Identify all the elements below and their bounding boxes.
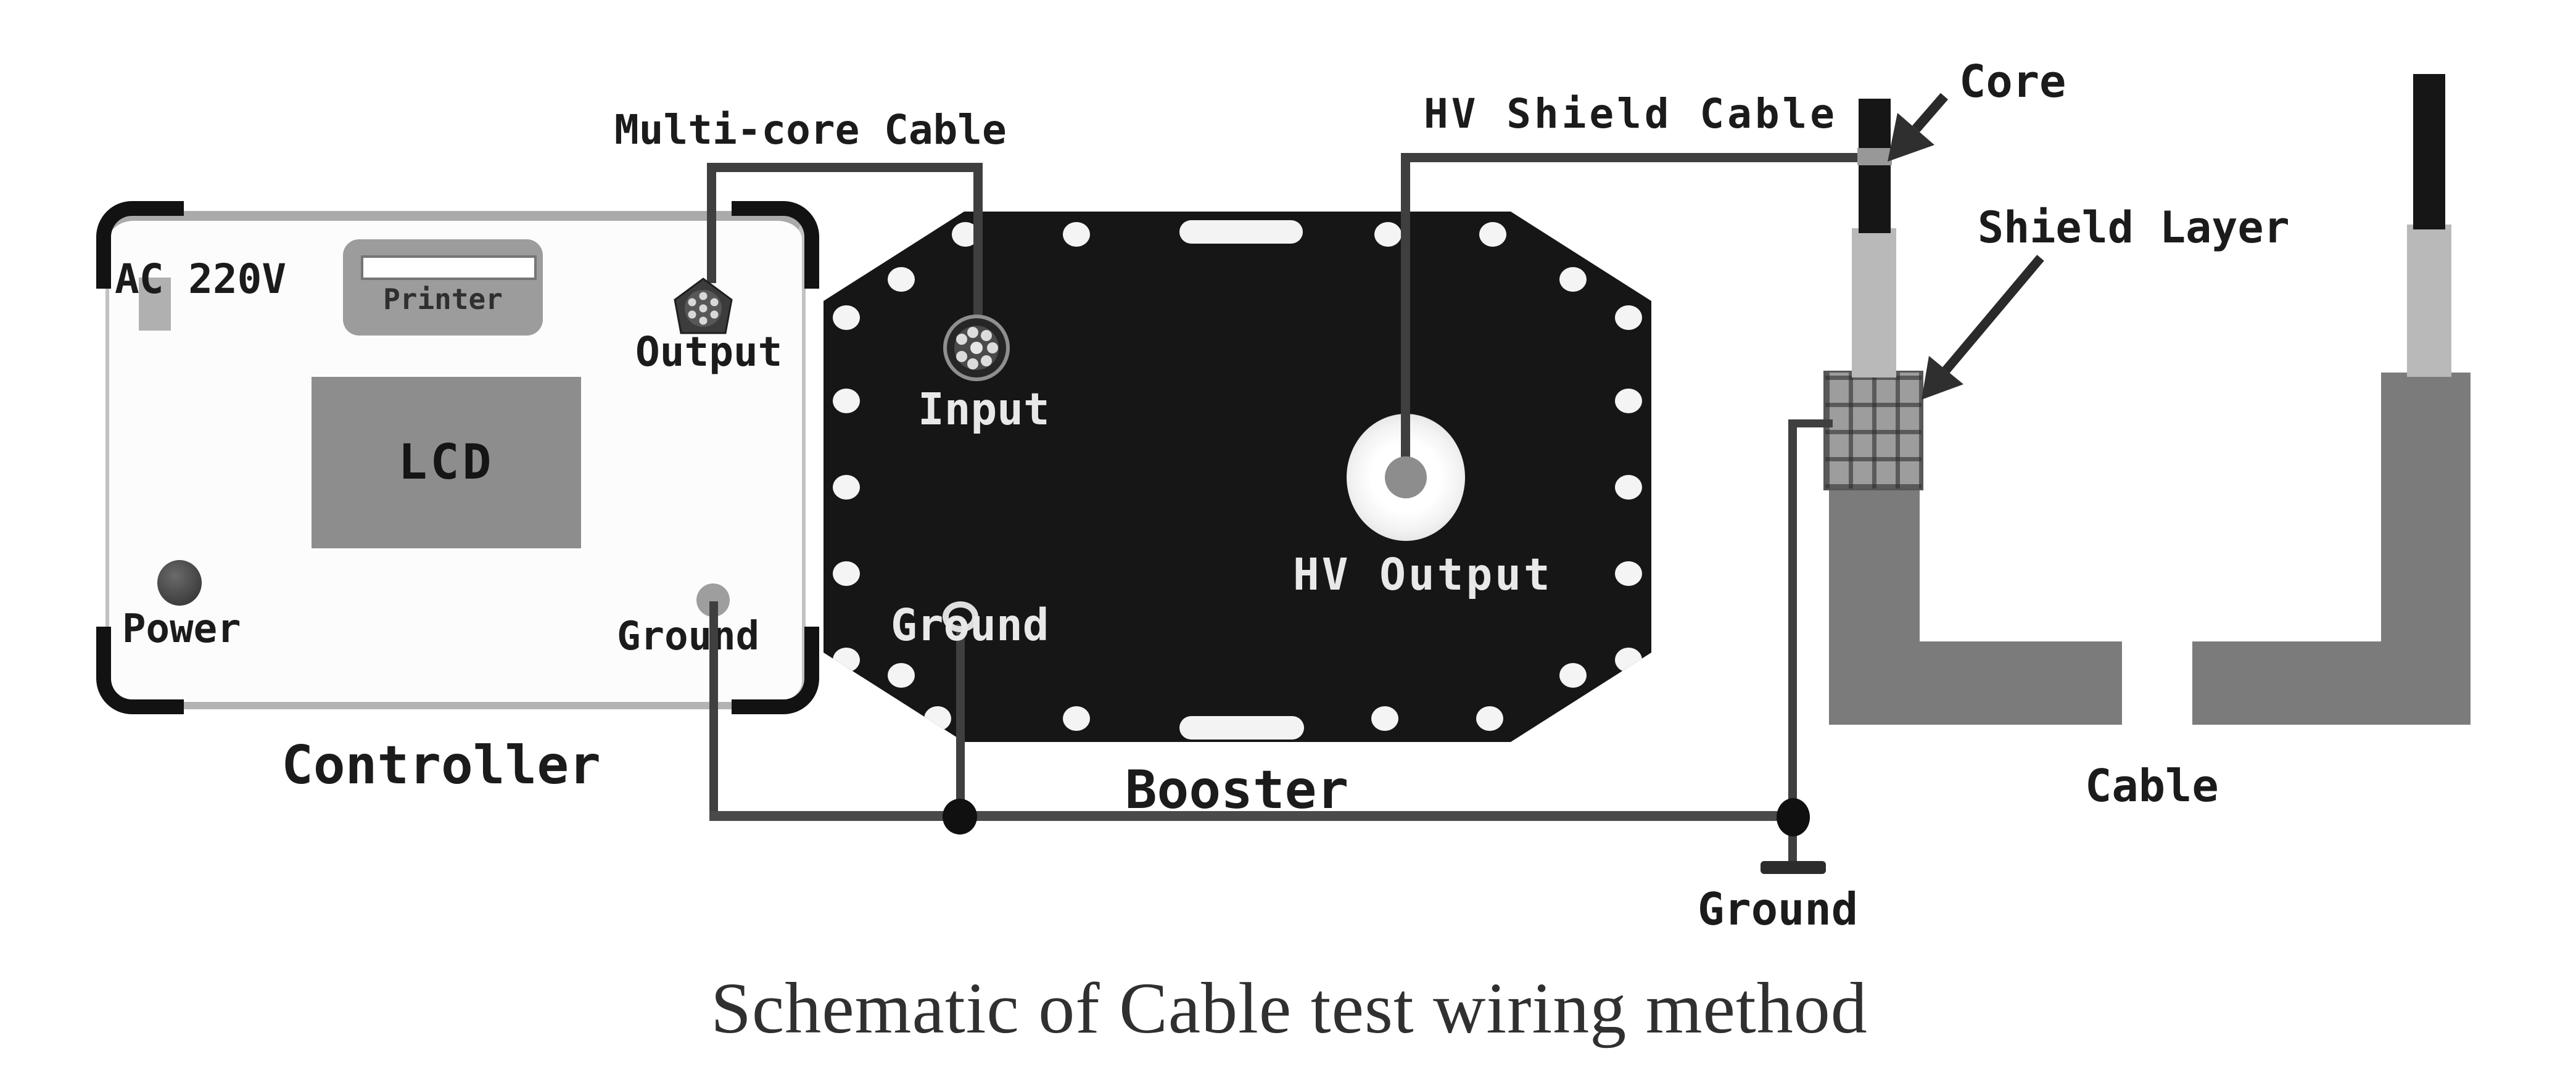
controller-output-label: Output [635, 328, 783, 376]
shield-layer-mesh-icon [1823, 371, 1923, 490]
printer-slot-icon [361, 255, 537, 280]
lcd-label: LCD [398, 435, 495, 490]
bolt-hole-icon [1615, 648, 1642, 672]
booster-ground-wire [956, 624, 965, 815]
lcd-screen: LCD [312, 377, 581, 548]
booster-ground-loop-icon [943, 601, 978, 632]
printer-label: Printer [383, 282, 503, 316]
controller-corner-mark [732, 201, 819, 289]
bolt-hole-icon [1615, 475, 1642, 500]
wire-junction-dot-icon [1777, 798, 1810, 836]
cable-left-core [1859, 99, 1891, 233]
bolt-hole-icon [888, 663, 915, 688]
hv-shield-cable-wire [1401, 153, 1862, 162]
shield-ground-wire [1788, 419, 1797, 865]
bolt-hole-icon [1063, 222, 1090, 247]
bolt-hole-icon [1476, 706, 1503, 731]
ground-bus-wire [709, 811, 1794, 821]
bolt-hole-icon [1371, 706, 1398, 731]
bolt-hole-icon [924, 706, 951, 731]
bolt-hole-icon [1479, 222, 1506, 247]
booster-ground-label: Ground [891, 600, 1049, 651]
cable-left-foot [1918, 641, 2122, 725]
hv-cable-joint-icon [1857, 148, 1892, 165]
booster-handle-icon [1179, 220, 1303, 244]
multicore-cable-wire [707, 163, 983, 172]
bolt-hole-icon [1063, 706, 1090, 731]
power-button-icon [157, 560, 202, 606]
earth-ground-label: Ground [1698, 883, 1859, 935]
shield-arrowhead-icon [1922, 356, 1963, 400]
bolt-hole-icon [1559, 663, 1587, 688]
core-arrow-icon [1912, 93, 1949, 133]
shield-arrow-icon [1942, 255, 2044, 374]
multicore-cable-wire [973, 163, 983, 327]
booster-input-label: Input [918, 384, 1050, 435]
bolt-hole-icon [833, 475, 860, 500]
cable-right-body [2381, 373, 2471, 725]
ac-inlet-icon [139, 278, 171, 331]
shield-layer-label: Shield Layer [1978, 202, 2290, 253]
bolt-hole-icon [1615, 305, 1642, 330]
core-arrowhead-icon [1888, 113, 1934, 162]
cable-right-foot [2192, 641, 2382, 725]
booster-hv-output-label: HV Output [1293, 549, 1553, 600]
shield-ground-wire [1788, 419, 1833, 427]
wire-junction-dot-icon [943, 799, 977, 835]
power-label: Power [122, 606, 241, 652]
cable-label: Cable [2085, 760, 2219, 812]
bolt-hole-icon [833, 305, 860, 330]
bolt-hole-icon [833, 561, 860, 586]
bolt-hole-icon [1615, 389, 1642, 413]
booster-handle-icon [1179, 716, 1304, 740]
controller-ground-label: Ground [617, 614, 760, 659]
ac-power-label: AC 220V [115, 255, 287, 303]
bolt-hole-icon [1374, 222, 1402, 247]
multicore-cable-label: Multi-core Cable [614, 106, 1007, 154]
bolt-hole-icon [888, 267, 915, 292]
caption: Schematic of Cable test wiring method [711, 968, 1868, 1049]
multicore-cable-wire [707, 163, 716, 283]
booster-body [824, 212, 1651, 742]
hv-shield-cable-wire [1401, 153, 1410, 481]
bolt-hole-icon [1559, 267, 1587, 292]
booster-name-label: Booster [1125, 759, 1349, 821]
hv-shield-cable-label: HV Shield Cable [1424, 90, 1838, 138]
bolt-hole-icon [1615, 561, 1642, 586]
core-label: Core [1959, 56, 2066, 107]
cable-right-core [2413, 74, 2445, 229]
hv-output-center-hole-icon [1385, 456, 1427, 498]
bolt-hole-icon [833, 648, 860, 672]
controller-name-label: Controller [281, 735, 601, 796]
bolt-hole-icon [833, 389, 860, 413]
cable-right-insulation [2407, 225, 2451, 377]
controller-ground-wire [709, 601, 718, 818]
earth-ground-symbol-icon [1761, 861, 1826, 874]
cable-left-insulation [1852, 228, 1896, 377]
